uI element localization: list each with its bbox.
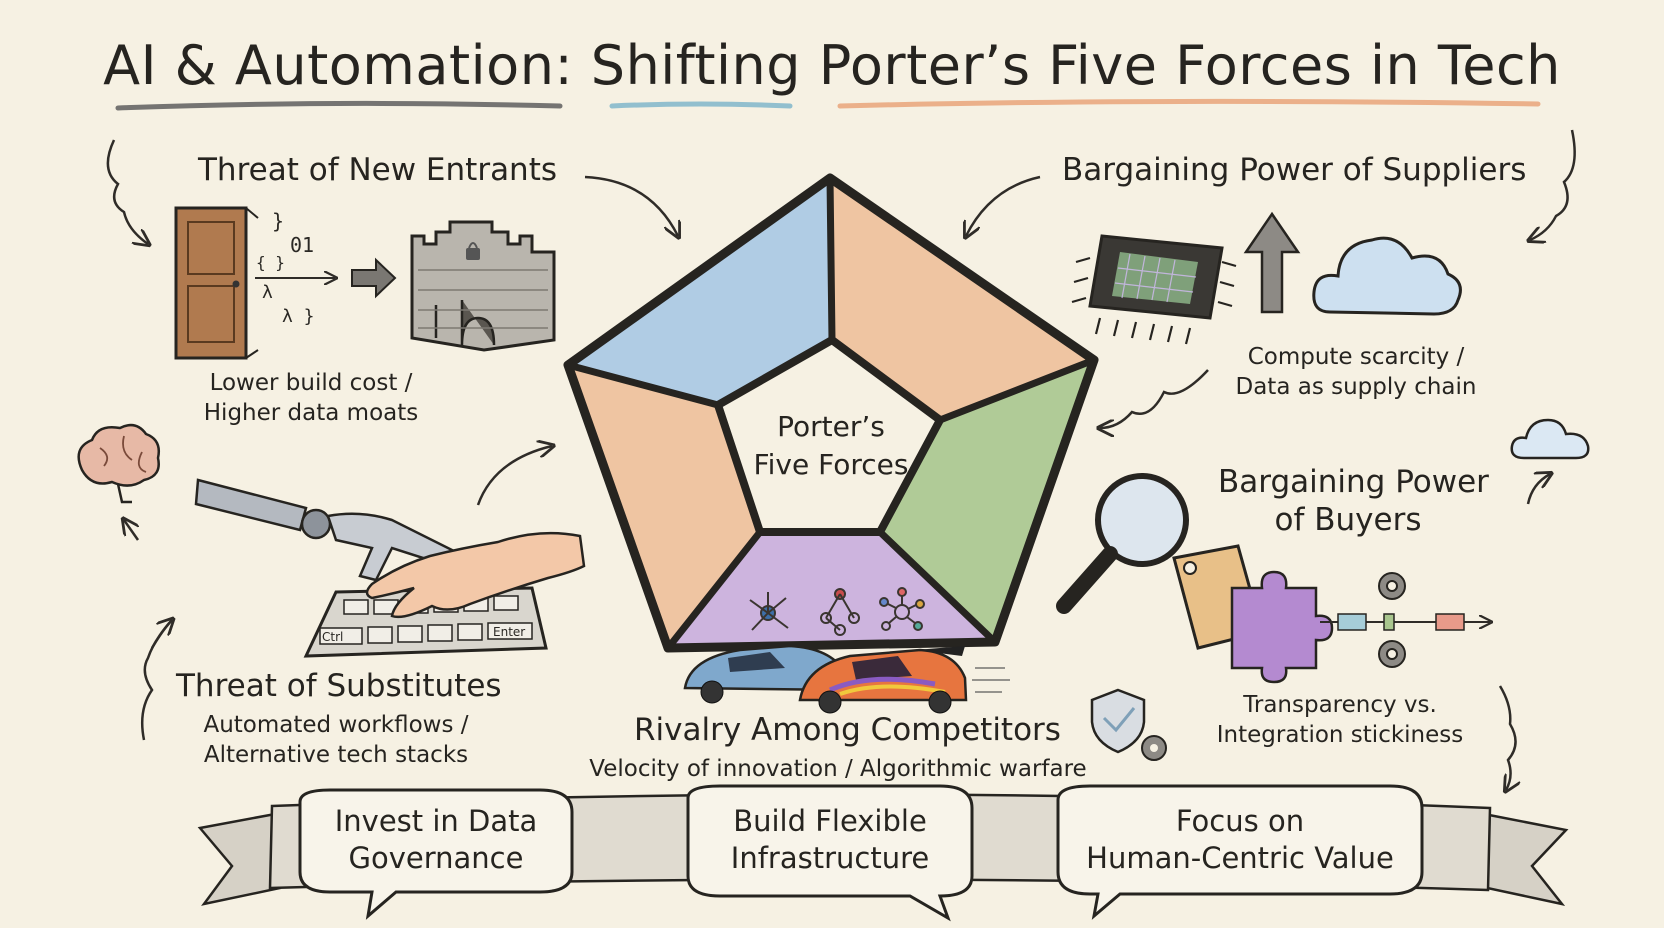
segment-buyers	[880, 360, 1094, 642]
new-entrants-desc-line1: Lower build cost /	[209, 370, 413, 396]
new-entrants-desc-line2: Higher data moats	[203, 400, 419, 426]
center-label-line1: Porter’s	[777, 410, 885, 443]
svg-text:Enter: Enter	[493, 625, 525, 639]
segment-substitutes	[568, 365, 760, 648]
recommendation-bubble-1	[298, 788, 574, 920]
heading-buyers-line2: of Buyers	[1274, 502, 1422, 538]
magnifying-glass-icon	[1056, 473, 1189, 614]
porters-pentagon	[563, 173, 1099, 653]
svg-text:}: }	[272, 209, 284, 233]
recommendation-2-line2: Infrastructure	[730, 841, 930, 875]
svg-text:λ: λ	[262, 282, 273, 303]
cloud-icon	[1312, 236, 1462, 316]
door-icon	[174, 206, 259, 360]
segment-rivalry	[668, 532, 995, 648]
puzzle-piece-icon	[1230, 570, 1334, 684]
recommendation-1-line2: Governance	[348, 841, 524, 875]
buyers-desc-line1: Transparency vs.	[1243, 692, 1437, 718]
speech-bubbles	[298, 784, 1424, 922]
neuron-icon	[749, 592, 789, 631]
recommendation-3-line1: Focus on	[1175, 804, 1305, 838]
heading-new-entrants: Threat of New Entrants	[198, 152, 558, 188]
rivalry-desc: Velocity of innovation / Algorithmic war…	[589, 756, 1087, 782]
race-cars-icon	[683, 644, 1010, 714]
gear-icon	[1378, 572, 1406, 668]
recommendation-bubble-3	[1056, 784, 1424, 920]
network-icons	[749, 587, 925, 636]
hub-network-icon	[879, 587, 925, 631]
small-cloud-icon	[1510, 418, 1590, 460]
svg-text:01: 01	[290, 233, 314, 257]
heading-suppliers: Bargaining Power of Suppliers	[1062, 152, 1527, 188]
substitutes-desc-line2: Alternative tech stacks	[203, 742, 469, 768]
recommendation-2-line1: Build Flexible	[733, 804, 927, 838]
title-underline	[115, 98, 1541, 111]
center-label-line2: Five Forces	[753, 448, 909, 481]
up-arrow-icon	[1243, 211, 1301, 314]
castle-fortress-icon	[410, 220, 556, 352]
pipeline-icon	[1320, 613, 1490, 631]
substitutes-desc-line1: Automated workflows /	[203, 712, 469, 738]
page-title: AI & Automation: Shifting Porter’s Five …	[103, 34, 1561, 97]
microchip-icon	[1071, 234, 1237, 345]
code-snippet: } 01 { } λ λ }	[256, 209, 315, 327]
heading-buyers-line1: Bargaining Power	[1218, 464, 1489, 500]
svg-text:Ctrl: Ctrl	[322, 630, 343, 644]
segment-suppliers	[830, 178, 1094, 420]
suppliers-desc-line2: Data as supply chain	[1235, 374, 1477, 400]
buyers-desc-line2: Integration stickiness	[1216, 722, 1464, 748]
heading-substitutes: Threat of Substitutes	[176, 668, 502, 704]
suppliers-desc-line1: Compute scarcity /	[1247, 344, 1465, 370]
robot-arm-icon	[194, 478, 458, 582]
heading-rivalry: Rivalry Among Competitors	[634, 712, 1061, 748]
brain-icon	[77, 423, 160, 504]
svg-text:λ }: λ }	[282, 306, 315, 327]
shield-gear-icon	[1090, 688, 1167, 761]
block-arrow-icon	[351, 257, 397, 299]
tree-network-icon	[820, 588, 860, 636]
recommendation-1-line1: Invest in Data	[334, 804, 538, 838]
segment-new-entrants	[568, 178, 832, 405]
decorative-arrows	[106, 129, 1576, 790]
recommendation-bubble-2	[686, 784, 974, 922]
human-hand-icon	[365, 531, 586, 619]
recommendation-3-line2: Human-Centric Value	[1086, 841, 1394, 875]
svg-text:{ }: { }	[256, 253, 285, 272]
